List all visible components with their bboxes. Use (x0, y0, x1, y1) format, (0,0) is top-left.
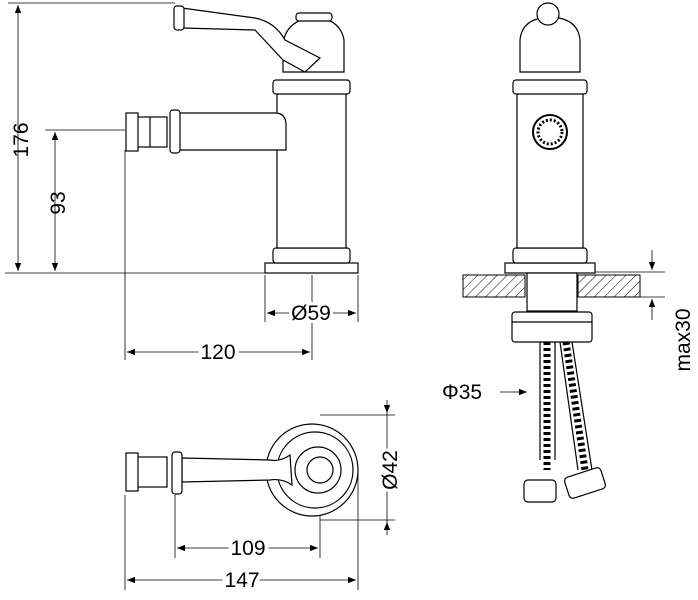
front-view (462, 2, 665, 503)
dim-max-thickness: max30 (672, 308, 695, 371)
dim-spout-reach: 120 (200, 341, 235, 364)
dim-base-diameter: Ø59 (291, 302, 331, 325)
top-view (124, 414, 395, 590)
side-view (5, 2, 359, 360)
dim-top-diameter: Ø42 (379, 450, 402, 490)
dim-handle-length: 109 (230, 537, 265, 560)
dim-spout-height: 93 (47, 191, 70, 214)
dim-hole-diameter: Φ35 (442, 381, 482, 404)
dim-total-height: 176 (10, 122, 33, 157)
dim-total-length: 147 (224, 569, 259, 592)
